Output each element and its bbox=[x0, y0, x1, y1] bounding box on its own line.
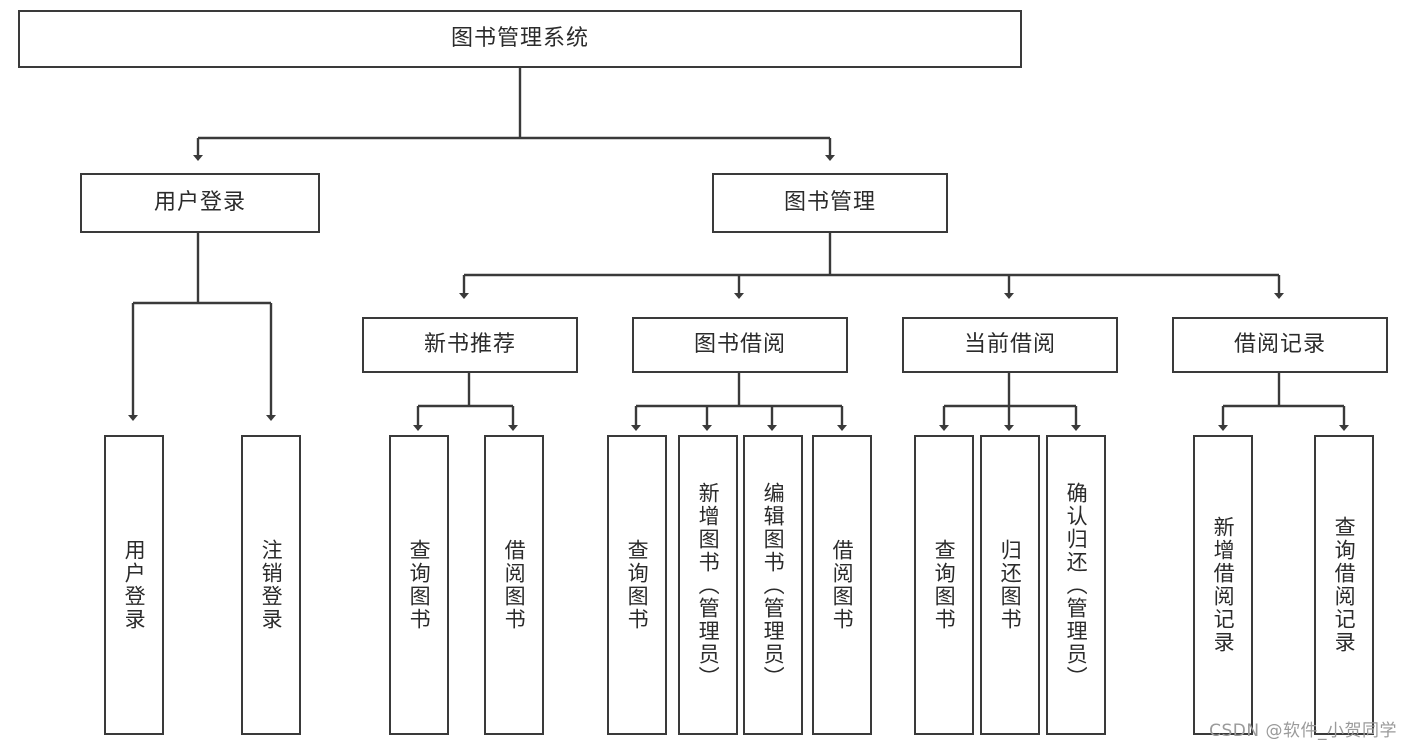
node-label: 新增借阅记录 bbox=[1211, 516, 1236, 654]
node-user-login[interactable]: 用户登录 bbox=[80, 173, 320, 233]
leaf-user-login[interactable]: 用户登录 bbox=[104, 435, 164, 735]
leaf-recommend-query-book[interactable]: 查询图书 bbox=[389, 435, 449, 735]
leaf-current-confirm-return-admin[interactable]: 确认归还（管理员） bbox=[1046, 435, 1106, 735]
leaf-record-query-borrow-record[interactable]: 查询借阅记录 bbox=[1314, 435, 1374, 735]
node-borrow-record[interactable]: 借阅记录 bbox=[1172, 317, 1388, 373]
node-label: 新书推荐 bbox=[423, 331, 516, 357]
node-label: 借阅图书 bbox=[502, 539, 527, 631]
node-label: 编辑图书（管理员） bbox=[761, 481, 786, 689]
node-new-book-recommend[interactable]: 新书推荐 bbox=[362, 317, 578, 373]
node-current-borrow[interactable]: 当前借阅 bbox=[902, 317, 1118, 373]
node-label: 用户登录 bbox=[153, 189, 246, 215]
node-root-system[interactable]: 图书管理系统 bbox=[18, 10, 1022, 68]
leaf-borrow-edit-book-admin[interactable]: 编辑图书（管理员） bbox=[743, 435, 803, 735]
node-label: 借阅图书 bbox=[830, 539, 855, 631]
leaf-user-logout[interactable]: 注销登录 bbox=[241, 435, 301, 735]
node-label: 查询图书 bbox=[625, 539, 650, 631]
node-label: 查询借阅记录 bbox=[1332, 516, 1357, 654]
leaf-borrow-add-book-admin[interactable]: 新增图书（管理员） bbox=[678, 435, 738, 735]
watermark: CSDN @软件_小贺同学 bbox=[1209, 721, 1397, 741]
leaf-current-return-book[interactable]: 归还图书 bbox=[980, 435, 1040, 735]
node-label: 图书管理 bbox=[783, 189, 876, 215]
node-label: 用户登录 bbox=[122, 539, 147, 631]
node-label: 图书管理系统 bbox=[450, 25, 589, 51]
node-label: 注销登录 bbox=[259, 539, 284, 631]
node-label: 确认归还（管理员） bbox=[1064, 481, 1089, 689]
leaf-borrow-borrow-book[interactable]: 借阅图书 bbox=[812, 435, 872, 735]
node-label: 图书借阅 bbox=[693, 331, 786, 357]
node-label: 新增图书（管理员） bbox=[696, 481, 721, 689]
leaf-record-add-borrow-record[interactable]: 新增借阅记录 bbox=[1193, 435, 1253, 735]
node-label: 查询图书 bbox=[932, 539, 957, 631]
node-book-borrow[interactable]: 图书借阅 bbox=[632, 317, 848, 373]
leaf-recommend-borrow-book[interactable]: 借阅图书 bbox=[484, 435, 544, 735]
node-label: 查询图书 bbox=[407, 539, 432, 631]
leaf-borrow-query-book[interactable]: 查询图书 bbox=[607, 435, 667, 735]
node-book-management[interactable]: 图书管理 bbox=[712, 173, 948, 233]
node-label: 当前借阅 bbox=[963, 331, 1056, 357]
node-label: 借阅记录 bbox=[1233, 331, 1326, 357]
node-label: 归还图书 bbox=[998, 539, 1023, 631]
leaf-current-query-book[interactable]: 查询图书 bbox=[914, 435, 974, 735]
